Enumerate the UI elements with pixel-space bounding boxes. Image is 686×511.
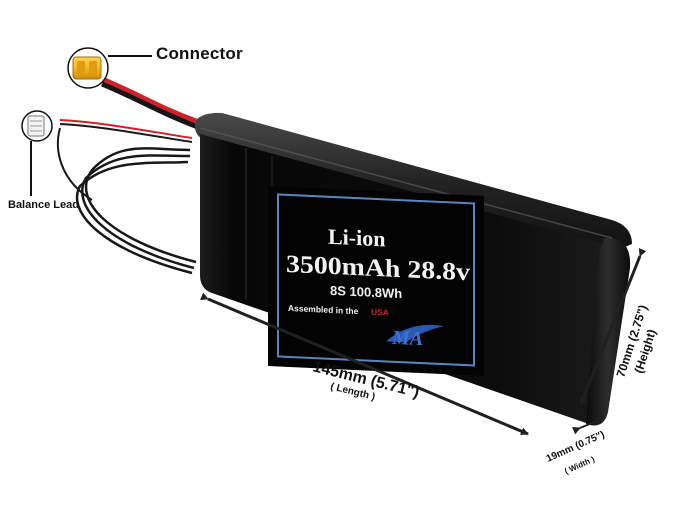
label-origin-country: USA [371,307,389,318]
balance-plug [21,110,53,196]
label-chemistry: Li-ion [328,224,385,252]
xt-connector [67,47,152,89]
length-arrow [199,292,529,436]
balance-lead-callout-label: Balance Lead [8,199,79,211]
battery-top-face [195,112,632,250]
height-arrow [579,248,647,405]
product-label: Li-ion 3500mAh 28.8v 8S 100.8Wh Assemble… [268,186,484,376]
main-lead-red-wire [99,75,197,124]
balance-lead-wires [56,119,197,275]
main-lead-black-wire [101,81,199,130]
width-value: 19mm (0.75") [545,429,607,464]
brand-mark: MA [391,327,423,350]
width-arrow [572,417,605,435]
main-lead-wires [99,75,199,130]
connector-callout-label: Connector [156,44,243,63]
width-caption: ( Width ) [563,454,596,475]
width-dimension: 19mm (0.75") ( Width ) [545,417,607,476]
